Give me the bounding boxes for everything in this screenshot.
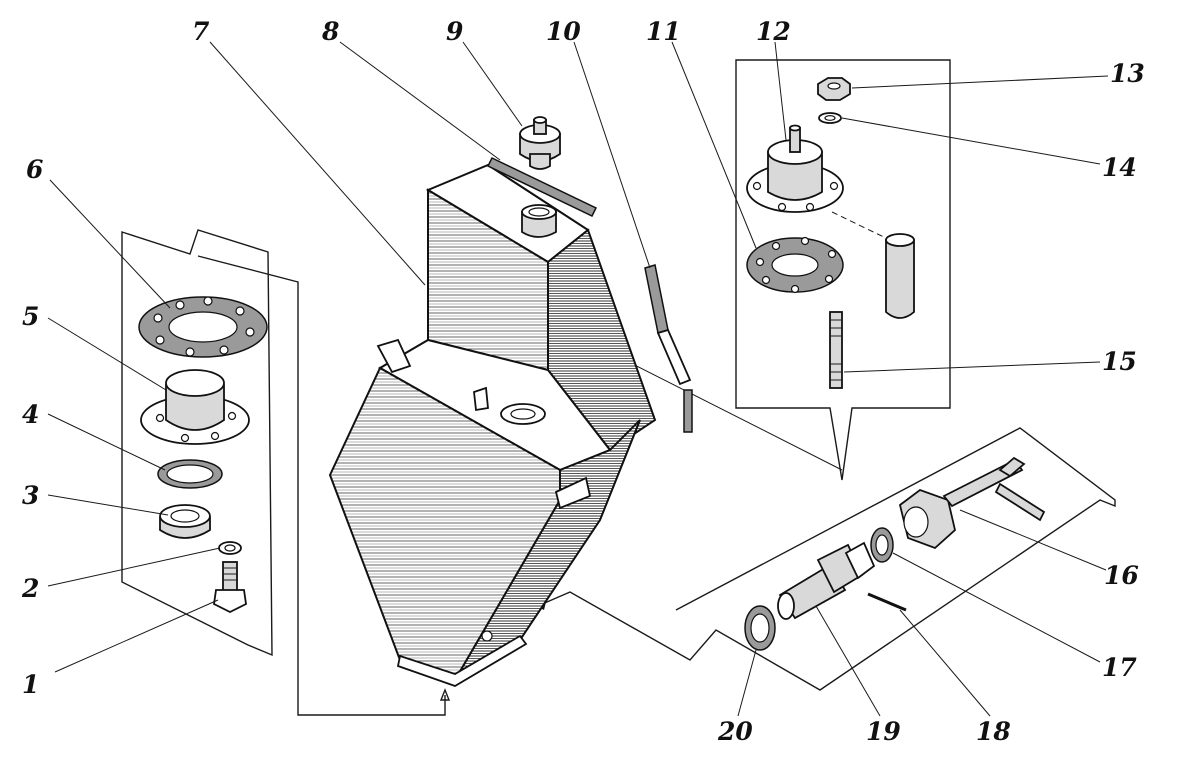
callout-7: 7 [192, 17, 210, 46]
callout-labels: 1 2 3 4 5 6 7 8 9 10 11 12 13 14 15 16 1… [21, 17, 1145, 746]
callout-5: 5 [22, 302, 39, 331]
part-18-pin [867, 592, 907, 612]
part-6-gasket [138, 296, 268, 358]
part-19-fitting [777, 541, 876, 620]
part-20-ring [744, 605, 776, 651]
callout-16: 16 [1104, 561, 1139, 590]
callout-6: 6 [26, 155, 43, 184]
callout-1: 1 [22, 670, 39, 699]
part-13-nut [817, 77, 851, 101]
left-group-bracket [121, 229, 451, 716]
leader-lines [47, 41, 1109, 717]
part-8-strip [486, 157, 598, 217]
callout-13: 13 [1110, 59, 1145, 88]
part-10-bar [644, 264, 693, 433]
callout-8: 8 [321, 17, 339, 46]
part-7-fuel-tank [328, 163, 657, 687]
part-5-flange-cover [140, 369, 250, 445]
callout-12: 12 [756, 17, 791, 46]
part-9-cap [519, 116, 561, 170]
part-15-stud [829, 311, 843, 389]
callout-4: 4 [22, 400, 39, 429]
callout-15: 15 [1102, 347, 1137, 376]
callout-10: 10 [546, 17, 581, 46]
callout-3: 3 [22, 481, 39, 510]
part-16-tap [898, 456, 1046, 550]
part-1-bolt [213, 561, 247, 614]
part-11-gasket [746, 236, 844, 294]
callout-2: 2 [21, 574, 39, 603]
part-17-ring [870, 527, 894, 563]
callout-19: 19 [866, 717, 901, 746]
callout-18: 18 [976, 717, 1011, 746]
part-12-cover [746, 124, 915, 319]
callout-20: 20 [717, 717, 753, 746]
part-2-washer [218, 541, 242, 555]
part-4-ring [157, 459, 223, 489]
callout-11: 11 [646, 17, 681, 46]
part-14-washer [818, 112, 842, 124]
part-3-plug [159, 504, 211, 539]
callout-14: 14 [1102, 153, 1137, 182]
callout-17: 17 [1102, 653, 1137, 682]
callout-9: 9 [446, 17, 463, 46]
